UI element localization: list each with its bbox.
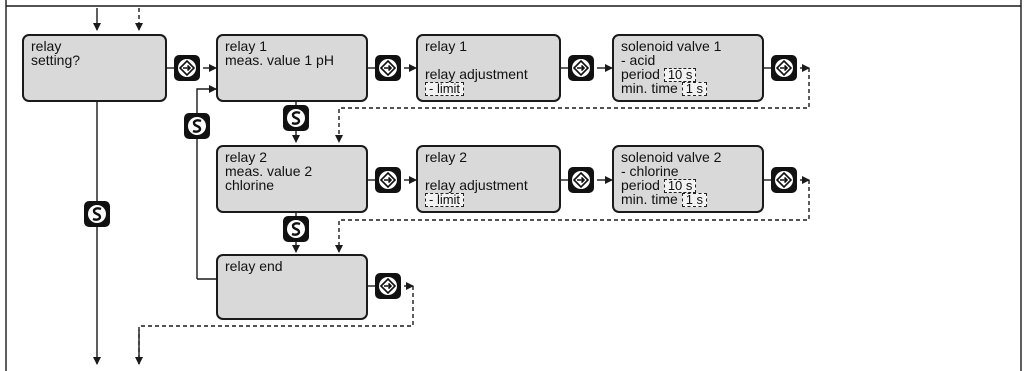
relay1-line1: relay 1: [225, 38, 268, 54]
relay2-line3: chlorine: [225, 177, 275, 193]
valve1-line1: solenoid valve 1: [621, 38, 722, 54]
relay2-limit-value: - limit: [425, 193, 465, 207]
valve1-box: solenoid valve 1 - acid period 10 s min.…: [612, 34, 764, 102]
relay2-adjust-line1: relay 2: [425, 149, 468, 165]
relay2-line2: meas. value 2: [225, 163, 313, 179]
scroll-key-icon: [283, 216, 309, 242]
enter-key-icon: [174, 55, 200, 81]
relay-setting-line2: setting?: [31, 52, 81, 68]
valve1-mintime-label: min. time: [621, 80, 678, 96]
valve2-period-label: period: [621, 177, 660, 193]
relay-end-line1: relay end: [225, 258, 283, 274]
valve2-period-value: 10 s: [663, 179, 697, 193]
relay1-box: relay 1 meas. value 1 pH: [216, 34, 368, 102]
relay1-adjust-box: relay 1 relay adjustment - limit: [416, 34, 561, 102]
relay-setting-line1: relay: [31, 38, 62, 54]
valve2-line1: solenoid valve 2: [621, 149, 722, 165]
relay2-adjust-box: relay 2 relay adjustment - limit: [416, 145, 561, 213]
valve2-box: solenoid valve 2 - chlorine period 10 s …: [612, 145, 764, 213]
relay2-box: relay 2 meas. value 2 chlorine: [216, 145, 368, 213]
enter-key-icon: [375, 55, 401, 81]
scroll-key-icon: [184, 113, 210, 139]
valve2-mintime-value: 1 s: [681, 193, 708, 207]
scroll-key-icon: [283, 105, 309, 131]
valve1-line2: - acid: [621, 52, 656, 68]
enter-key-icon: [375, 167, 401, 193]
valve2-line2: - chlorine: [621, 163, 679, 179]
relay-setting-box: relay setting?: [22, 34, 167, 102]
valve2-mintime-label: min. time: [621, 191, 678, 207]
relay1-line2: meas. value 1 pH: [225, 52, 334, 68]
relay2-adjust-line2: relay adjustment: [425, 177, 528, 193]
enter-key-icon: [375, 273, 401, 299]
scroll-key-icon: [84, 201, 110, 227]
enter-key-icon: [771, 55, 797, 81]
relay2-line1: relay 2: [225, 149, 268, 165]
relay-end-box: relay end: [216, 254, 368, 320]
enter-key-icon: [771, 167, 797, 193]
valve1-period-value: 10 s: [663, 68, 697, 82]
valve1-mintime-value: 1 s: [681, 82, 708, 96]
enter-key-icon: [568, 55, 594, 81]
enter-key-icon: [568, 167, 594, 193]
relay1-adjust-line2: relay adjustment: [425, 66, 528, 82]
valve1-period-label: period: [621, 66, 660, 82]
relay1-limit-value: - limit: [425, 82, 465, 96]
relay1-adjust-line1: relay 1: [425, 38, 468, 54]
